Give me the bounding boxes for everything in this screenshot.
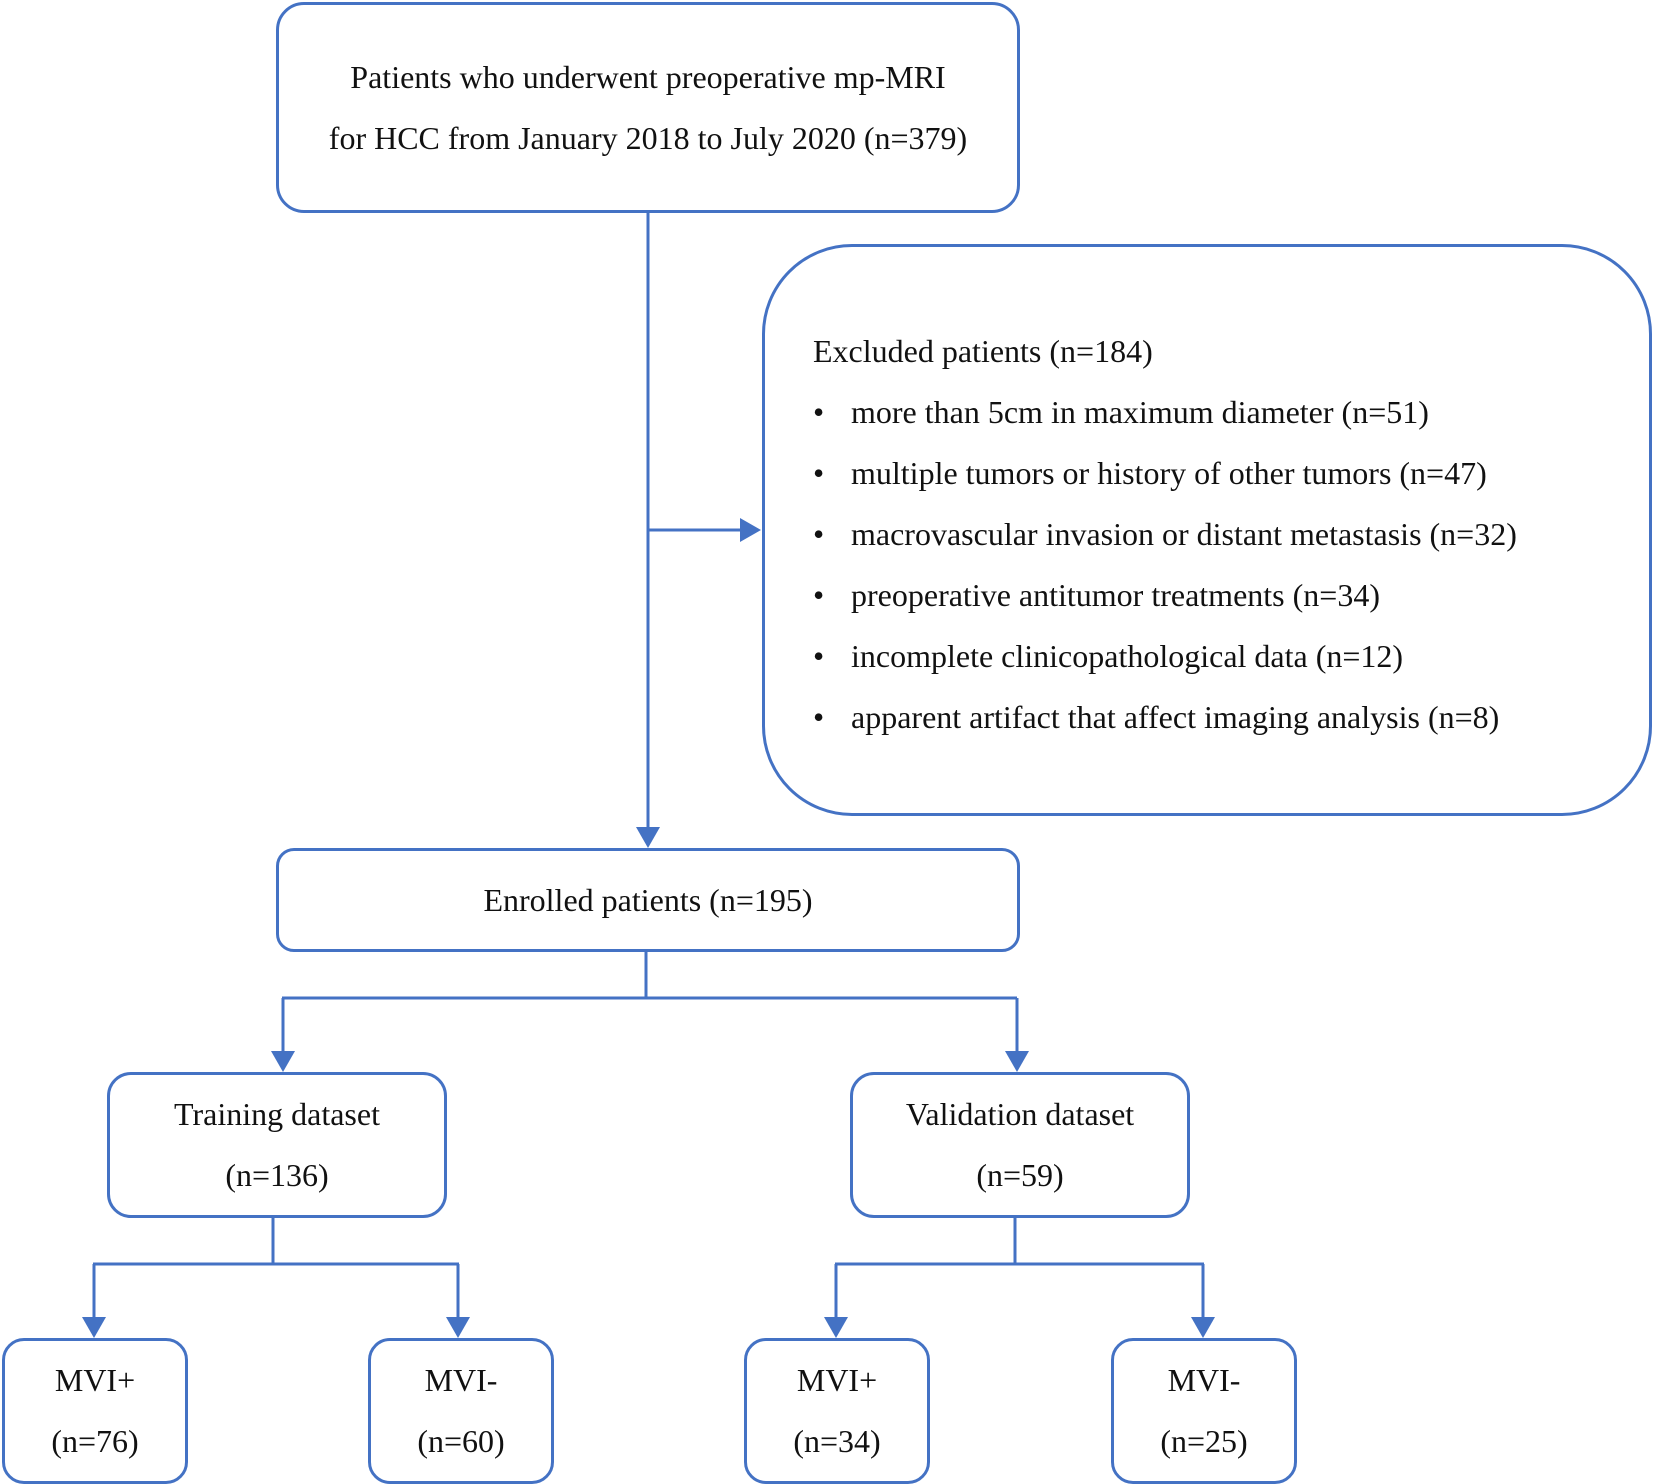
bullet-icon: • [813, 576, 825, 613]
training-title: Training dataset [174, 1096, 380, 1132]
training-dataset-box: Training dataset (n=136) [107, 1072, 447, 1218]
bullet-icon: • [813, 393, 825, 430]
bullet-icon: • [813, 698, 825, 735]
training-count: (n=136) [225, 1157, 329, 1193]
exclusion-item: • apparent artifact that affect imaging a… [813, 687, 1517, 748]
training-mvi-positive-box: MVI+ (n=76) [2, 1338, 188, 1484]
excluded-patients-box: Excluded patients (n=184) • more than 5cm… [762, 244, 1652, 816]
training-mvi-negative-label: MVI- [424, 1362, 498, 1398]
exclusion-item: • preoperative antitumor treatments (n=34… [813, 565, 1517, 626]
validation-dataset-box: Validation dataset (n=59) [850, 1072, 1190, 1218]
enrolled-patients-box: Enrolled patients (n=195) [276, 848, 1020, 952]
validation-mvi-positive-count: (n=34) [793, 1423, 881, 1459]
bullet-icon: • [813, 637, 825, 674]
exclusion-item-text: preoperative antitumor treatments (n=34) [851, 576, 1380, 613]
screened-patients-box: Patients who underwent preoperative mp-M… [276, 2, 1020, 213]
training-mvi-positive-count: (n=76) [51, 1423, 139, 1459]
screened-line-2: for HCC from January 2018 to July 2020 (… [328, 119, 968, 156]
validation-mvi-positive-box: MVI+ (n=34) [744, 1338, 930, 1484]
validation-count: (n=59) [976, 1157, 1064, 1193]
exclusion-item-text: macrovascular invasion or distant metast… [851, 515, 1517, 552]
exclusion-criteria-list: • more than 5cm in maximum diameter (n=51… [813, 382, 1517, 748]
exclusion-item: • multiple tumors or history of other tum… [813, 443, 1517, 504]
training-mvi-positive-label: MVI+ [54, 1362, 136, 1398]
validation-mvi-negative-label: MVI- [1167, 1362, 1241, 1398]
training-mvi-negative-box: MVI- (n=60) [368, 1338, 554, 1484]
exclusion-item-text: apparent artifact that affect imaging an… [851, 698, 1500, 735]
training-mvi-negative-count: (n=60) [417, 1423, 505, 1459]
exclusion-item: • macrovascular invasion or distant metas… [813, 504, 1517, 565]
exclusion-item-text: multiple tumors or history of other tumo… [851, 454, 1487, 491]
enrolled-label: Enrolled patients (n=195) [483, 881, 813, 918]
screened-line-1: Patients who underwent preoperative mp-M… [350, 58, 946, 95]
validation-mvi-negative-box: MVI- (n=25) [1111, 1338, 1297, 1484]
exclusion-item-text: incomplete clinicopathological data (n=1… [851, 637, 1404, 674]
validation-mvi-positive-label: MVI+ [796, 1362, 878, 1398]
excluded-title: Excluded patients (n=184) [813, 332, 1153, 369]
validation-title: Validation dataset [905, 1096, 1135, 1132]
bullet-icon: • [813, 515, 825, 552]
exclusion-item: • more than 5cm in maximum diameter (n=51… [813, 382, 1517, 443]
validation-mvi-negative-count: (n=25) [1160, 1423, 1248, 1459]
bullet-icon: • [813, 454, 825, 491]
exclusion-item: • incomplete clinicopathological data (n=… [813, 626, 1517, 687]
exclusion-item-text: more than 5cm in maximum diameter (n=51) [851, 393, 1429, 430]
